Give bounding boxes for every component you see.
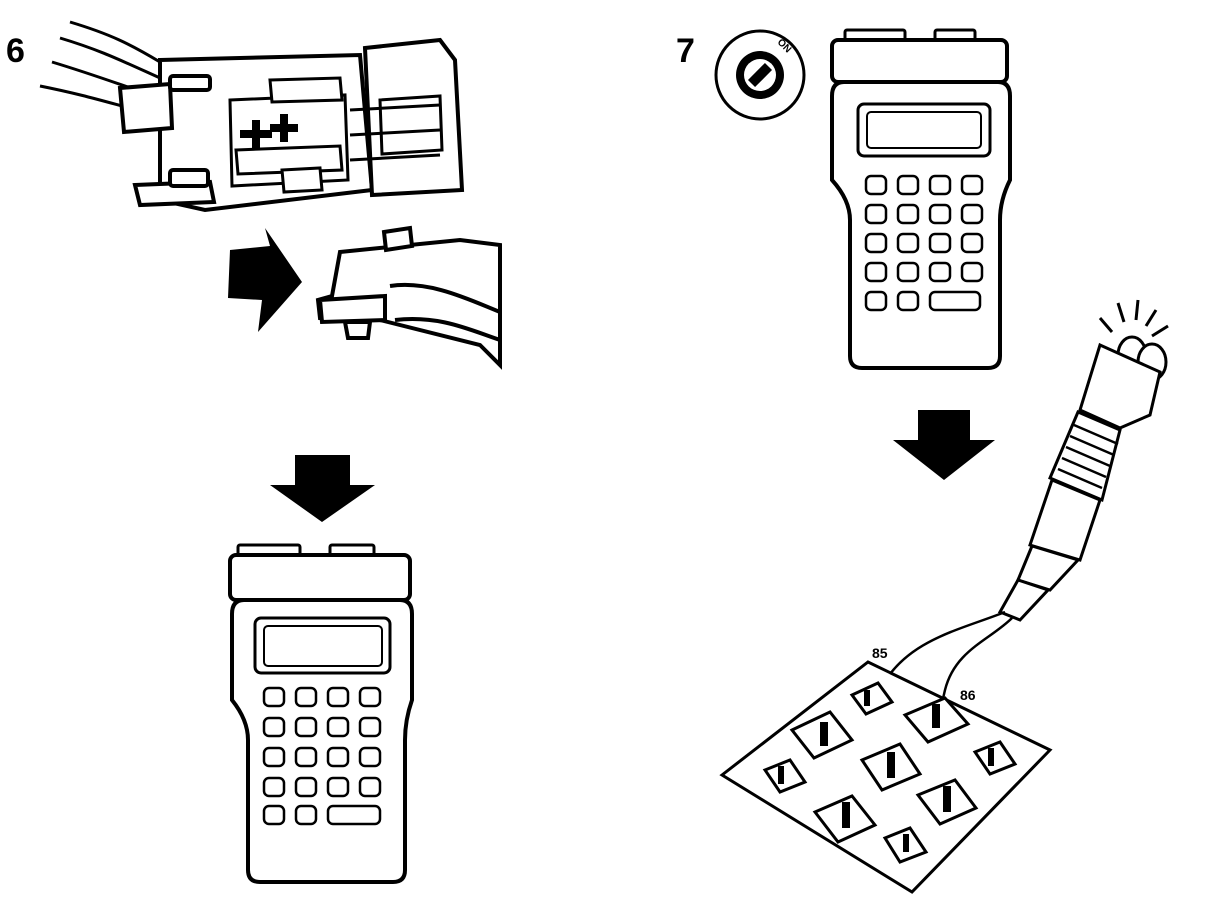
scan-tool bbox=[228, 543, 414, 884]
step-7-panel: 7 ON bbox=[676, 28, 1169, 894]
keypad bbox=[262, 686, 382, 826]
test-light-icon bbox=[997, 299, 1169, 622]
relay-connector bbox=[117, 37, 465, 213]
relay-terminal-block bbox=[719, 660, 1053, 894]
pin-label-85: 85 bbox=[872, 645, 888, 661]
light-rays bbox=[1098, 299, 1169, 338]
step-6-number: 6 bbox=[6, 32, 25, 70]
arrow-down-icon bbox=[270, 455, 375, 522]
terminals bbox=[762, 681, 1018, 864]
arrow-down-icon-step-7 bbox=[893, 410, 995, 480]
step-7-number: 7 bbox=[676, 32, 695, 70]
ignition-key-icon: ON bbox=[714, 29, 806, 121]
step-6-panel: 6 bbox=[6, 20, 502, 884]
scan-tool-step-7 bbox=[830, 28, 1012, 370]
pin-label-86: 86 bbox=[960, 687, 976, 703]
diagnostic-connector bbox=[315, 225, 502, 370]
arrow-right-icon bbox=[228, 228, 302, 332]
keypad-step-7 bbox=[864, 174, 984, 312]
